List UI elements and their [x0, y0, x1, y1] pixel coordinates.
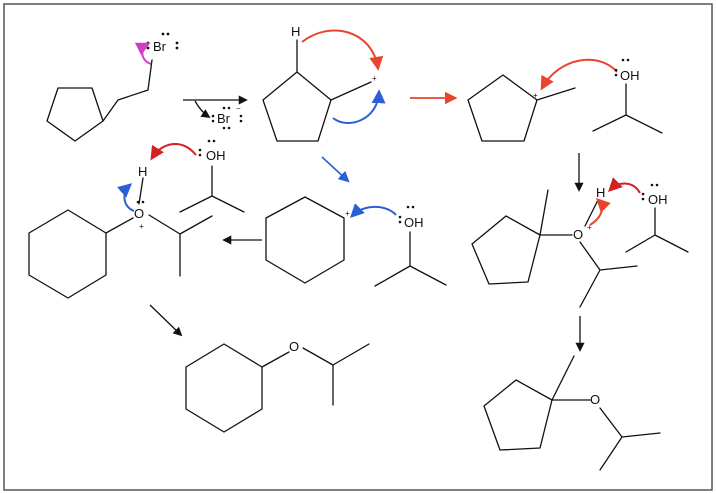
- hydrogen-label: H: [291, 24, 300, 39]
- curved-arrow-dark-red-icon: [150, 143, 197, 161]
- lone-pair-icon: [136, 200, 145, 204]
- lone-pair-icon: [398, 205, 415, 224]
- ether-oxygen-label: O: [289, 339, 299, 354]
- curved-arrow-red-hydride-icon: [301, 29, 384, 71]
- carbocation-charge: +: [372, 74, 377, 83]
- molecule-bromomethylcyclopentane: Br: [46, 32, 179, 142]
- molecule-protonated-ether-cyclohexyl: O + H: [28, 143, 213, 299]
- hydrogen-label: H: [138, 164, 147, 179]
- cyclohexyl-cation-charge: +: [345, 209, 350, 218]
- curved-arrow-blue-shift-icon: [332, 89, 386, 124]
- oxonium-charge: +: [587, 223, 592, 232]
- hydroxyl-label: OH: [404, 215, 424, 230]
- curved-arrow-orange-deprotonate-icon: [589, 198, 611, 226]
- reaction-arrow-diagonal: [149, 304, 183, 337]
- molecule-isopropanol-2: OH: [374, 205, 447, 287]
- molecule-primary-carbocation: H +: [262, 24, 386, 142]
- scheme-frame: [3, 3, 713, 491]
- oxonium-oxygen-label: O: [134, 206, 144, 221]
- molecule-cyclohexyl-cation: +: [265, 196, 397, 284]
- tertiary-cation-charge: +: [533, 91, 538, 100]
- lone-pair-icon: [614, 58, 630, 77]
- molecule-isopropanol-4: OH: [625, 183, 689, 253]
- reaction-arrow-1: Br −: [183, 95, 248, 130]
- reaction-arrow-blue: [321, 156, 350, 183]
- molecule-isopropanol-3: OH: [179, 139, 245, 213]
- molecule-isopropanol-1: OH: [592, 58, 663, 134]
- curved-arrow-dark-red-icon: [608, 177, 641, 194]
- lone-pair-icon: [211, 106, 243, 130]
- hydrogen-label: H: [596, 185, 605, 200]
- bromide-charge: −: [236, 104, 241, 113]
- lone-pair-icon: [198, 139, 216, 157]
- lone-pair-icon: [641, 183, 659, 201]
- bromide-label: Br: [217, 111, 231, 126]
- molecule-tertiary-carbocation: +: [467, 58, 618, 142]
- hydroxyl-label: OH: [648, 192, 668, 207]
- oxonium-oxygen-label: O: [573, 227, 583, 242]
- curved-arrow-blue-attack-icon: [350, 203, 397, 218]
- oxonium-charge: +: [139, 222, 144, 231]
- molecule-methylcyclopentyl-isopropyl-ether: O: [483, 355, 661, 471]
- hydroxyl-label: OH: [206, 148, 226, 163]
- ether-oxygen-label: O: [590, 392, 600, 407]
- curved-arrow-blue-deprotonate-icon: [116, 183, 135, 212]
- molecule-protonated-ether-cyclopentyl: O + H: [471, 177, 641, 308]
- curved-arrow-magenta-icon: [134, 42, 152, 65]
- molecule-cyclohexyl-isopropyl-ether: O: [185, 339, 370, 433]
- curved-arrow-red-attack-icon: [540, 58, 618, 91]
- bromine-label: Br: [153, 39, 167, 54]
- hydroxyl-label: OH: [620, 68, 640, 83]
